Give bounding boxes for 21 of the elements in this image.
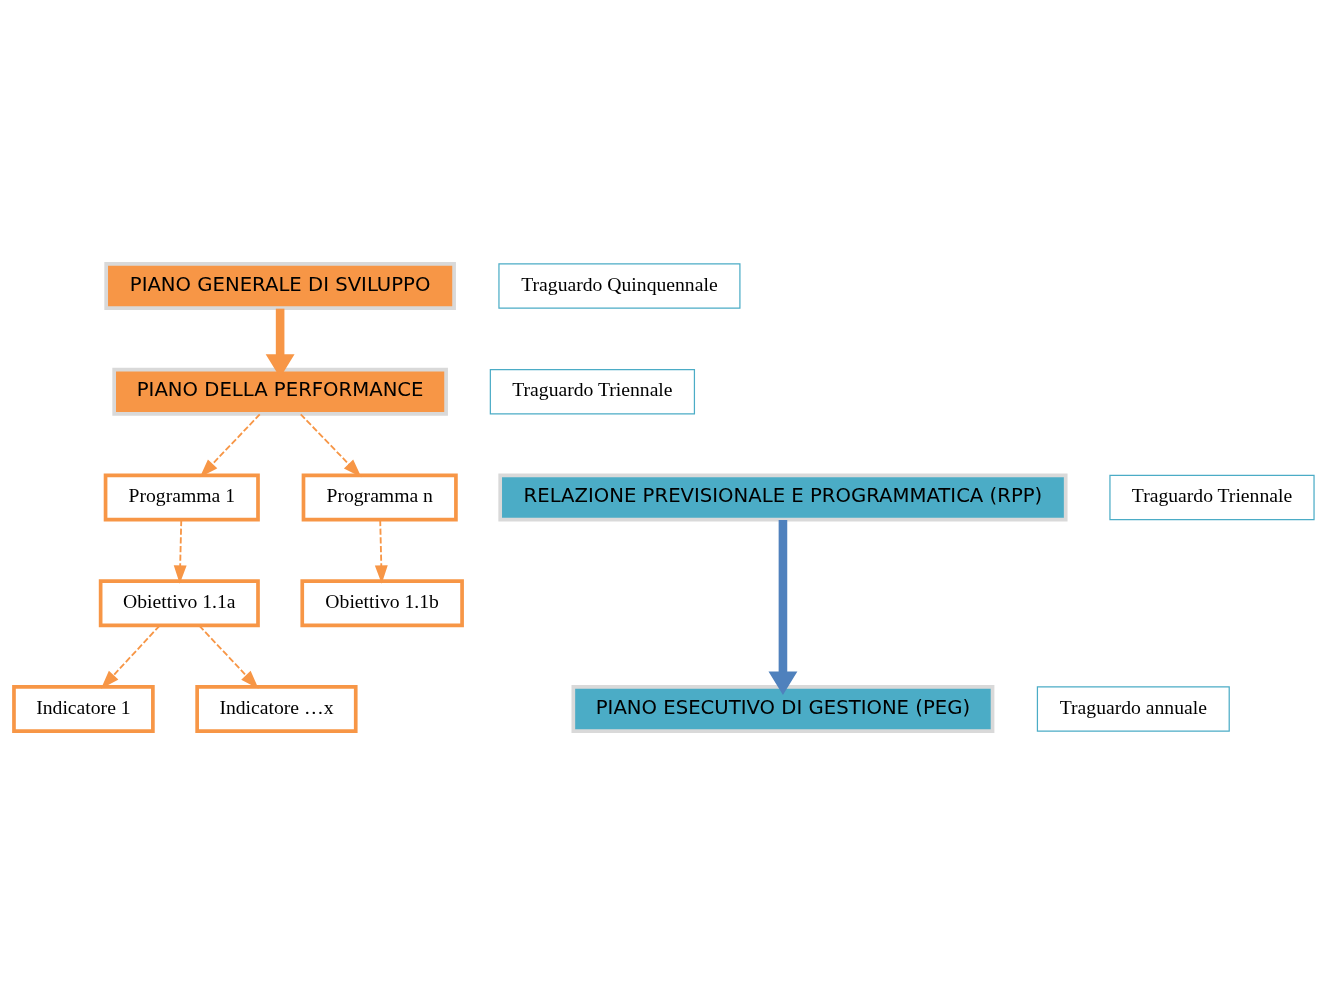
arrow — [173, 518, 187, 584]
arrow — [374, 518, 388, 584]
node-box: PIANO ESECUTIVO DI GESTIONE (PEG) — [571, 684, 995, 733]
node-box: Programma 1 — [103, 473, 260, 521]
node-box: Obiettivo 1.1b — [300, 578, 464, 627]
node-box: Indicatore 1 — [12, 684, 155, 733]
node-box: Programma n — [301, 473, 458, 521]
node-box: PIANO GENERALE DI SVILUPPO — [104, 261, 456, 310]
node-box: Traguardo Triennale — [1109, 474, 1315, 520]
node-box: Traguardo Quinquennale — [498, 262, 741, 309]
node-box: PIANO DELLA PERFORMANCE — [112, 367, 448, 416]
node-box: RELAZIONE PREVISIONALE E PROGRAMMATICA (RPP) — [498, 473, 1068, 521]
node-box: Traguardo Triennale — [489, 368, 696, 414]
arrow — [768, 519, 798, 695]
node-box: Obiettivo 1.1a — [98, 578, 260, 627]
node-box: Indicatore …x — [195, 684, 358, 733]
arrow — [198, 624, 259, 689]
arrow — [299, 412, 362, 477]
node-box: Traguardo annuale — [1036, 685, 1230, 732]
arrow — [199, 412, 261, 477]
arrow — [101, 624, 161, 689]
